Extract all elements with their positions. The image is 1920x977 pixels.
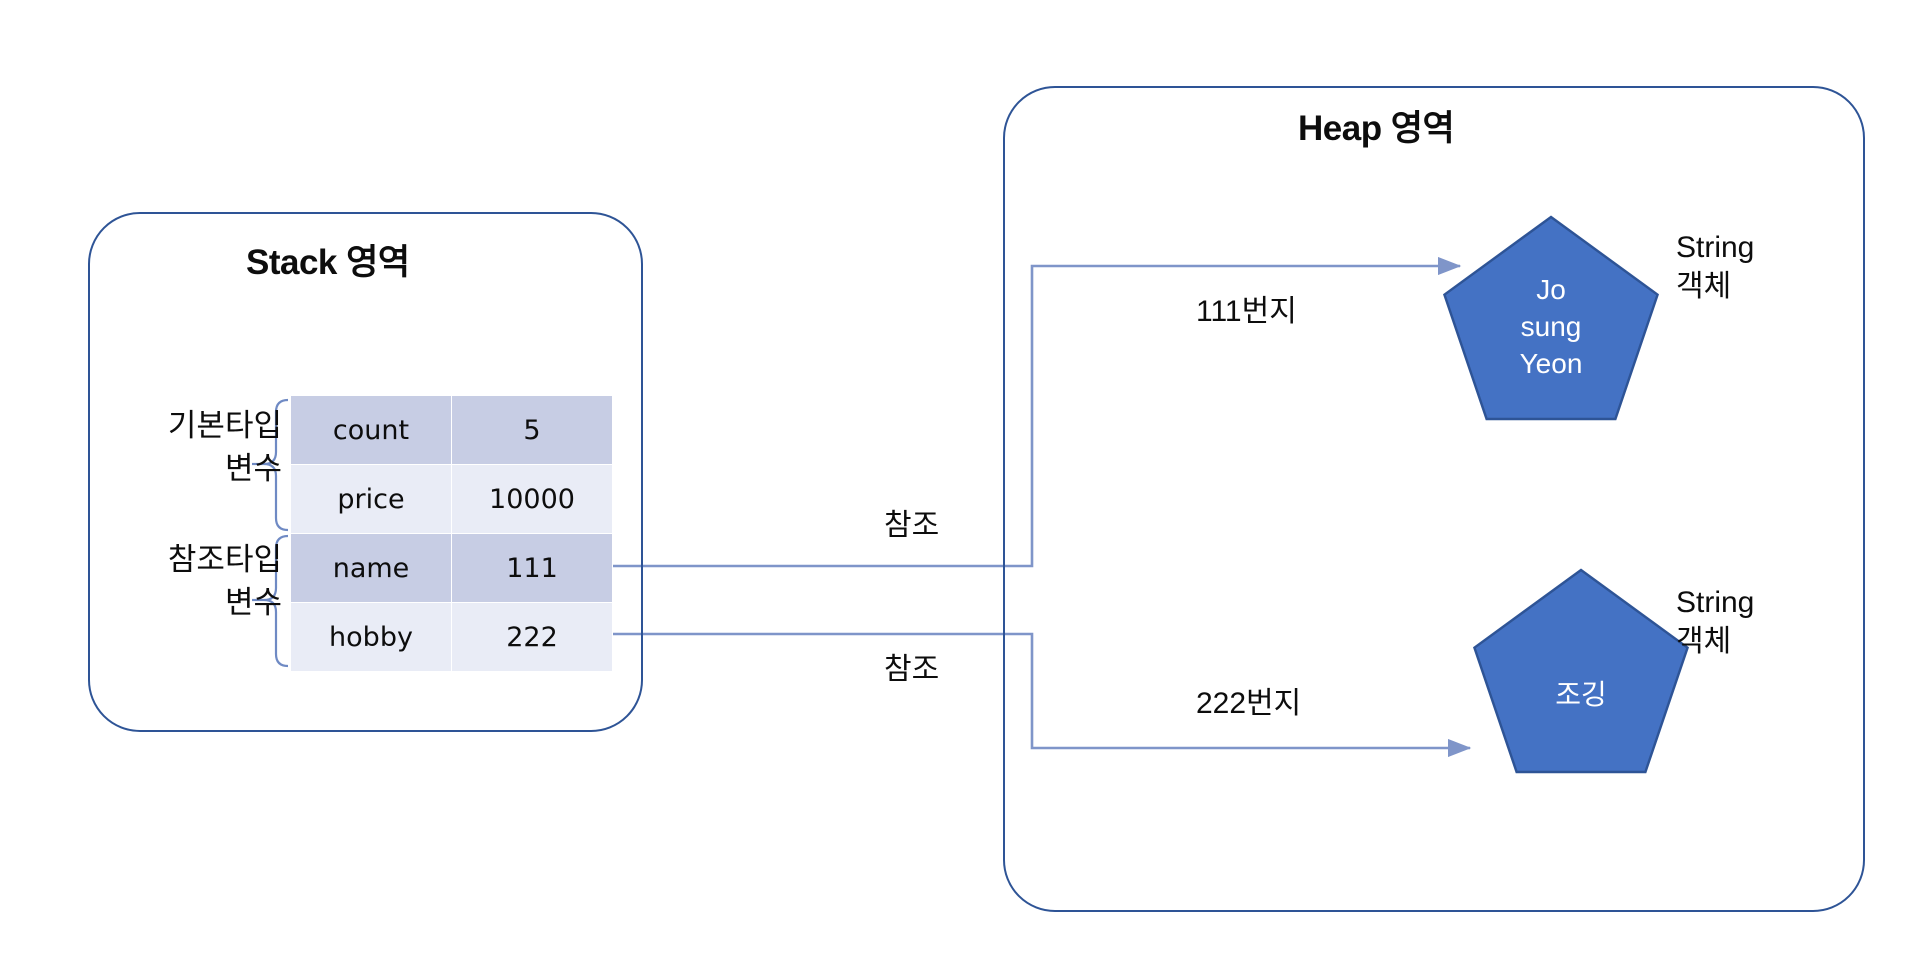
variable-name-cell: price [290,464,452,534]
address-label-111: 111번지 [1196,295,1297,328]
variable-name-cell: hobby [290,602,452,672]
table-row: price 10000 [290,464,613,534]
address-label-222: 222번지 [1196,687,1302,720]
variable-name-cell: name [290,533,452,603]
variable-value-cell: 5 [451,395,613,465]
reference-type-group-label: 참조타입 변수 [167,542,282,621]
variable-name-cell: count [290,395,452,465]
string-object-pentagon-name: Jo sung Yeon [1440,212,1662,424]
heap-region [1003,86,1865,912]
heap-region-title: Heap 영역 [1298,109,1455,148]
table-row: count 5 [290,395,613,465]
variable-value-cell: 111 [451,533,613,603]
string-object-caption-name: String 객체 [1676,231,1755,303]
variable-value-cell: 10000 [451,464,613,534]
stack-region [88,212,643,732]
primitive-type-group-label: 기본타입 변수 [167,408,282,487]
pentagon-icon [1442,215,1660,421]
table-row: name 111 [290,533,613,603]
reference-label-hobby: 참조 [884,653,940,686]
stack-variable-table: count 5 price 10000 name 111 hobby 222 [290,395,613,672]
table-row: hobby 222 [290,602,613,672]
string-object-pentagon-hobby: 조깅 [1470,565,1692,777]
pentagon-icon [1472,568,1690,774]
variable-value-cell: 222 [451,602,613,672]
string-object-caption-hobby: String 객체 [1676,586,1755,658]
reference-label-name: 참조 [884,509,940,542]
stack-region-title: Stack 영역 [246,243,410,282]
